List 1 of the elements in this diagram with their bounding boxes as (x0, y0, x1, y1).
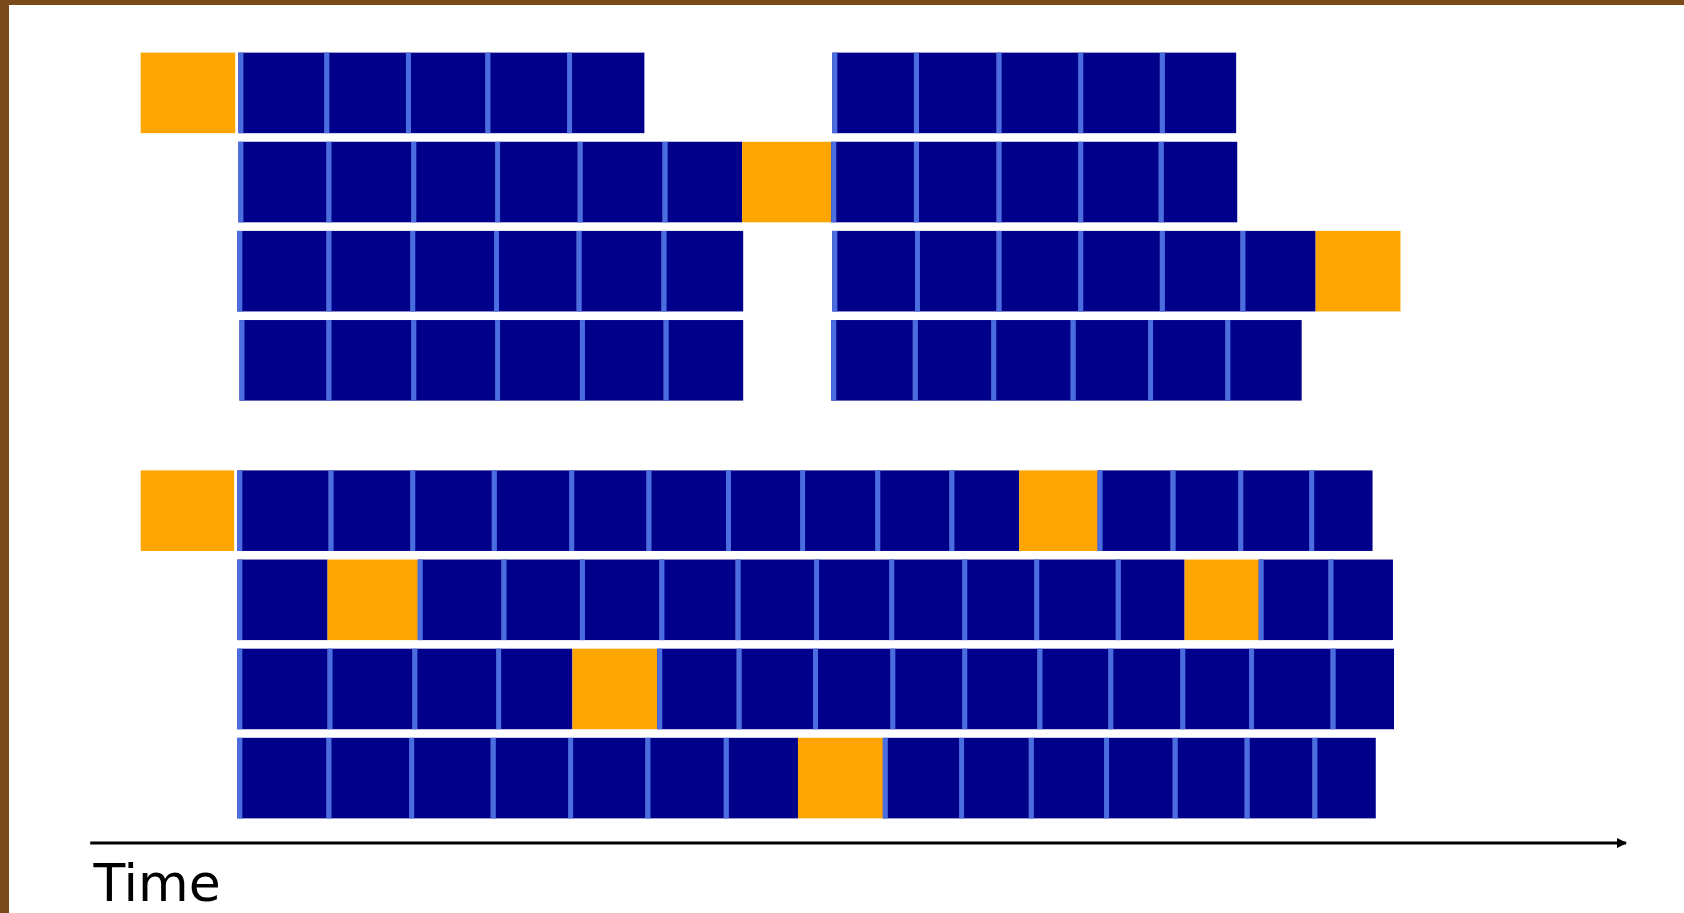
axis-label: Time (93, 857, 221, 910)
